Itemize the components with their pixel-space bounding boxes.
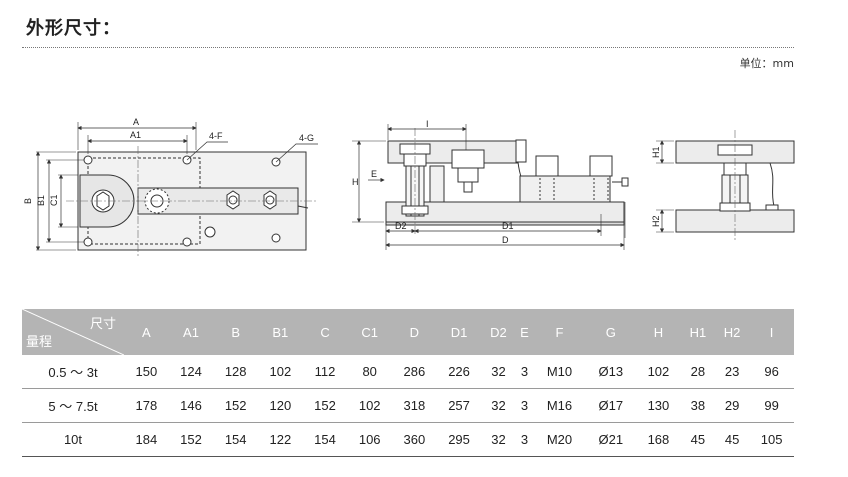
title-divider xyxy=(22,47,794,48)
value-cell: 130 xyxy=(636,388,681,423)
value-cell: 45 xyxy=(714,422,750,457)
value-cell: 295 xyxy=(436,422,482,457)
dim-label-a1: A1 xyxy=(130,130,141,140)
value-cell: 318 xyxy=(392,388,437,423)
dim-label-b1: B1 xyxy=(36,195,46,206)
value-cell: 152 xyxy=(168,422,214,457)
page-title: 外形尺寸： xyxy=(26,18,121,39)
value-cell: 32 xyxy=(481,388,516,423)
value-cell: 257 xyxy=(436,388,482,423)
range-cell: 10t xyxy=(22,422,124,457)
corner-label-size: 尺寸 xyxy=(89,316,116,331)
value-cell: 124 xyxy=(168,355,214,389)
value-cell: 32 xyxy=(481,422,516,457)
column-header: I xyxy=(749,309,794,355)
value-cell: 360 xyxy=(392,422,437,457)
value-cell: 80 xyxy=(347,355,393,389)
value-cell: 99 xyxy=(749,388,794,423)
column-header: E xyxy=(515,309,534,355)
value-cell: M16 xyxy=(533,388,586,423)
value-cell: Ø21 xyxy=(585,422,637,457)
dim-label-f: 4-F xyxy=(209,131,223,141)
value-cell: 184 xyxy=(124,422,169,457)
front-view-drawing xyxy=(352,124,629,250)
corner-label-range: 量程 xyxy=(26,334,53,349)
dim-label-e: E xyxy=(371,169,377,179)
column-header: B1 xyxy=(258,309,303,355)
value-cell: 128 xyxy=(213,355,259,389)
value-cell: 152 xyxy=(213,388,259,423)
value-cell: 286 xyxy=(392,355,437,389)
value-cell: 3 xyxy=(515,388,534,423)
dim-label-b: B xyxy=(23,198,33,204)
value-cell: 112 xyxy=(302,355,348,389)
value-cell: M10 xyxy=(533,355,586,389)
value-cell: 102 xyxy=(636,355,681,389)
column-header: H1 xyxy=(680,309,715,355)
dim-label-g: 4-G xyxy=(299,133,314,143)
value-cell: 105 xyxy=(749,422,794,457)
dim-label-d1: D1 xyxy=(502,221,514,231)
value-cell: 150 xyxy=(124,355,169,389)
value-cell: 102 xyxy=(258,355,303,389)
column-header: F xyxy=(533,309,586,355)
value-cell: 32 xyxy=(481,355,516,389)
corner-diagonal xyxy=(22,309,124,355)
column-header: A1 xyxy=(168,309,214,355)
dim-label-h2: H2 xyxy=(651,215,661,227)
value-cell: 45 xyxy=(680,422,715,457)
value-cell: 154 xyxy=(213,422,259,457)
dim-label-a: A xyxy=(133,117,139,127)
column-header: G xyxy=(585,309,637,355)
dim-label-d2: D2 xyxy=(395,221,407,231)
technical-drawings: A A1 B B1 C1 4-F 4-G xyxy=(23,117,795,256)
value-cell: 146 xyxy=(168,388,214,423)
value-cell: 29 xyxy=(714,388,750,423)
column-header: D1 xyxy=(436,309,482,355)
value-cell: 28 xyxy=(680,355,715,389)
column-header: D xyxy=(392,309,437,355)
value-cell: 154 xyxy=(302,422,348,457)
column-header: H2 xyxy=(714,309,750,355)
column-header: D2 xyxy=(481,309,516,355)
dim-label-c1: C1 xyxy=(49,194,59,206)
column-header: B xyxy=(213,309,259,355)
value-cell: 96 xyxy=(749,355,794,389)
value-cell: 168 xyxy=(636,422,681,457)
value-cell: 178 xyxy=(124,388,169,423)
top-view-drawing xyxy=(35,122,318,256)
unit-label: 单位：mm xyxy=(739,57,794,70)
value-cell: 38 xyxy=(680,388,715,423)
value-cell: 102 xyxy=(347,388,393,423)
range-cell: 0.5 ～ 3t xyxy=(22,355,124,389)
value-cell: 3 xyxy=(515,355,534,389)
dim-label-i: I xyxy=(426,119,429,129)
column-header: A xyxy=(124,309,169,355)
value-cell: 152 xyxy=(302,388,348,423)
value-cell: 120 xyxy=(258,388,303,423)
table-corner-cell: 尺寸 量程 xyxy=(22,309,124,355)
range-cell: 5 ～ 7.5t xyxy=(22,388,124,423)
value-cell: M20 xyxy=(533,422,586,457)
dim-label-h: H xyxy=(352,177,359,187)
value-cell: 122 xyxy=(258,422,303,457)
value-cell: 106 xyxy=(347,422,393,457)
dim-label-h1: H1 xyxy=(651,146,661,158)
value-cell: Ø13 xyxy=(585,355,637,389)
column-header: C1 xyxy=(347,309,393,355)
column-header: C xyxy=(302,309,348,355)
column-header: H xyxy=(636,309,681,355)
value-cell: 3 xyxy=(515,422,534,457)
value-cell: Ø17 xyxy=(585,388,637,423)
dim-label-d: D xyxy=(502,235,509,245)
value-cell: 23 xyxy=(714,355,750,389)
value-cell: 226 xyxy=(436,355,482,389)
side-view-drawing xyxy=(656,130,795,240)
